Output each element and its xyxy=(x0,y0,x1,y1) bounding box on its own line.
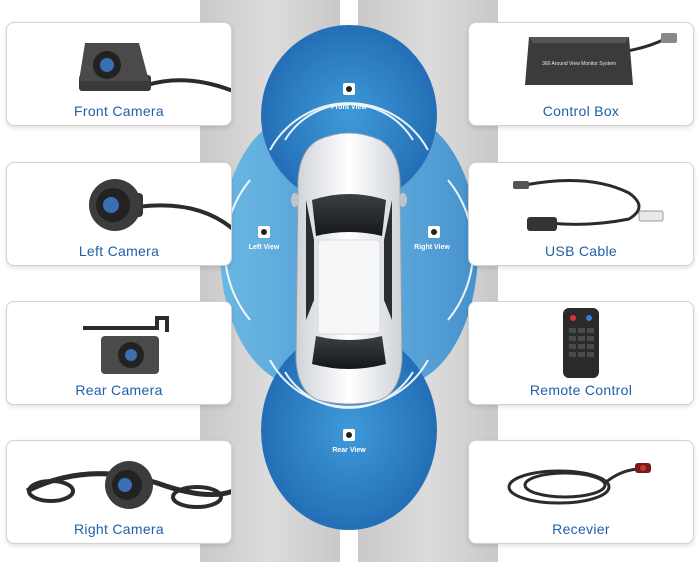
rear-view-label: Rear View xyxy=(332,447,366,454)
front-camera-card: Front Camera xyxy=(6,22,232,126)
control-box-card: 360 Around View Monitor System Control B… xyxy=(468,22,694,126)
zone-arcs xyxy=(223,102,475,409)
front-camera-image xyxy=(79,43,231,93)
control-box-image: 360 Around View Monitor System xyxy=(525,33,677,85)
left-camera-label: Left Camera xyxy=(78,243,160,259)
remote-control-label: Remote Control xyxy=(529,382,633,398)
rear-camera-label: Rear Camera xyxy=(75,382,163,398)
right-view-label: Right View xyxy=(414,244,450,251)
left-camera-card: Left Camera xyxy=(6,162,232,266)
rear-camera-image xyxy=(83,316,169,374)
receiver-image xyxy=(507,463,651,505)
control-box-text: 360 Around View Monitor System xyxy=(542,61,616,67)
front-camera-marker xyxy=(343,83,355,95)
rear-camera-card: Rear Camera xyxy=(6,301,232,405)
receiver-card: Recevier xyxy=(468,440,694,544)
rear-camera-marker xyxy=(343,429,355,441)
right-camera-marker xyxy=(428,226,440,238)
left-view-label: Left View xyxy=(248,244,280,251)
receiver-label: Recevier xyxy=(552,521,610,537)
right-camera-card: Right Camera xyxy=(6,440,232,544)
control-box-label: Control Box xyxy=(542,103,620,119)
remote-control-image xyxy=(563,308,599,378)
front-view-label: Front View xyxy=(331,104,367,111)
right-camera-label: Right Camera xyxy=(74,521,164,537)
left-camera-image xyxy=(89,179,231,231)
right-camera-image xyxy=(25,461,231,509)
usb-cable-image xyxy=(513,179,664,231)
car-top-view xyxy=(291,132,407,405)
remote-control-card: Remote Control xyxy=(468,301,694,405)
usb-cable-label: USB Cable xyxy=(545,243,617,259)
front-camera-label: Front Camera xyxy=(74,103,164,119)
usb-cable-card: USB Cable xyxy=(468,162,694,266)
left-camera-marker xyxy=(258,226,270,238)
